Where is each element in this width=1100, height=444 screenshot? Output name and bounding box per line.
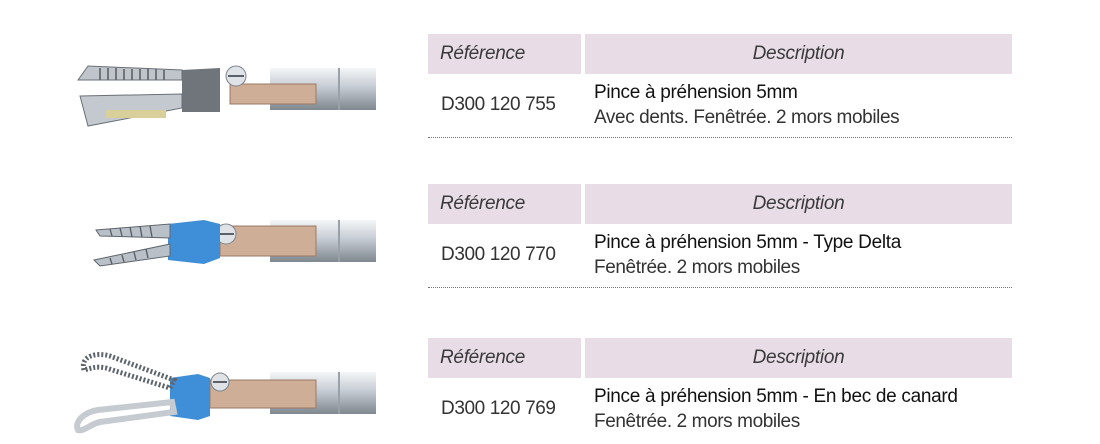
product-subtitle: Fenêtrée. 2 mors mobiles — [594, 257, 800, 278]
instrument-image-delta-forceps — [70, 150, 380, 290]
reference-header: Référence — [428, 338, 581, 378]
reference-header: Référence — [428, 184, 581, 224]
product-subtitle: Avec dents. Fenêtrée. 2 mors mobiles — [594, 107, 900, 128]
product-title: Pince à préhension 5mm - Type Delta — [594, 232, 902, 253]
reference-code: D300 120 755 — [441, 94, 556, 115]
product-row: Référence Description D300 120 769 Pince… — [0, 304, 1100, 444]
reference-header: Référence — [428, 34, 581, 74]
product-title: Pince à préhension 5mm — [594, 82, 798, 103]
product-subtitle: Fenêtrée. 2 mors mobiles — [594, 411, 800, 432]
reference-code: D300 120 769 — [441, 398, 556, 419]
description-header: Description — [585, 338, 1012, 378]
description-header: Description — [585, 34, 1012, 74]
dotted-separator — [428, 287, 1012, 288]
instrument-image-toothed-forceps — [70, 0, 380, 140]
description-header: Description — [585, 184, 1012, 224]
product-row: Référence Description D300 120 755 Pince… — [0, 0, 1100, 140]
reference-code: D300 120 770 — [441, 244, 556, 265]
instrument-image-duckbill-forceps — [70, 304, 380, 444]
product-row: Référence Description D300 120 770 Pince… — [0, 150, 1100, 290]
product-title: Pince à préhension 5mm - En bec de canar… — [594, 386, 958, 407]
dotted-separator — [428, 137, 1012, 138]
